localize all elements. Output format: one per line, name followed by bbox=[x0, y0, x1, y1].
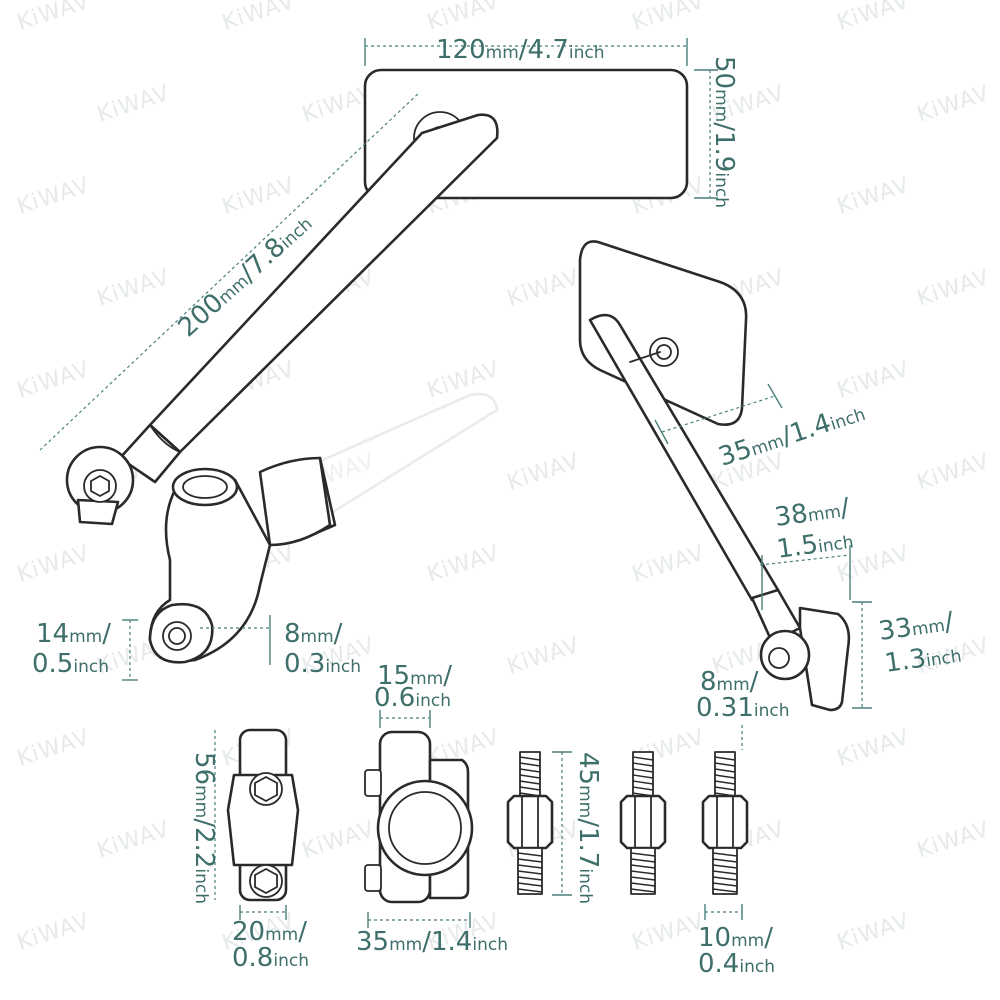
mirror-arm-angled bbox=[588, 313, 780, 602]
watermark-text: KiWAV bbox=[629, 541, 708, 588]
dim-arm-joint-inch: 1.5inch bbox=[775, 525, 855, 565]
mirror-angled-view bbox=[578, 240, 851, 712]
dim-base-side: 8mm/ bbox=[284, 619, 343, 649]
dim-base-height: 33mm/ bbox=[877, 607, 956, 647]
clamp-bolt-top-icon bbox=[254, 775, 278, 803]
clamp-front-view bbox=[226, 728, 300, 902]
dim-clamp-side-top-inch: 0.6inch bbox=[374, 683, 451, 713]
watermark-text: KiWAV bbox=[834, 0, 913, 36]
dim-adapter-diameter: 10mm/ bbox=[698, 923, 773, 953]
watermark-text: KiWAV bbox=[504, 449, 583, 496]
dim-base-bottom-inch: 0.5inch bbox=[32, 649, 109, 679]
watermark-text: KiWAV bbox=[14, 909, 93, 956]
dim-adapter-diameter-inch: 0.4inch bbox=[698, 949, 775, 979]
watermark-text: KiWAV bbox=[14, 0, 93, 36]
watermark-text: KiWAV bbox=[914, 817, 993, 864]
base-angled bbox=[798, 606, 851, 712]
mirror-base-side-view bbox=[148, 392, 499, 664]
watermark-text: KiWAV bbox=[629, 909, 708, 956]
dim-adapter-height: 45mm/1.7inch bbox=[573, 752, 603, 904]
watermark-text: KiWAV bbox=[14, 725, 93, 772]
clamp-bolt-bottom-icon bbox=[254, 867, 278, 895]
dim-bolt-hole-inch: 0.31inch bbox=[696, 693, 790, 723]
joint-foot bbox=[76, 498, 120, 526]
dimension-lines bbox=[39, 38, 872, 928]
dim-clamp-height: 56mm/2.2inch bbox=[189, 752, 219, 904]
clamp-bore bbox=[388, 791, 462, 865]
adapter-bolt bbox=[619, 751, 667, 895]
watermark-text: KiWAV bbox=[914, 265, 993, 312]
watermark-text: KiWAV bbox=[914, 81, 993, 128]
adapter-bolts bbox=[506, 751, 749, 895]
watermark-text: KiWAV bbox=[14, 541, 93, 588]
watermark-text: KiWAV bbox=[219, 173, 298, 220]
watermark-text: KiWAV bbox=[504, 265, 583, 312]
dim-mirror-width: 120mm/4.7inch bbox=[436, 35, 605, 65]
watermark-text: KiWAV bbox=[424, 0, 503, 36]
watermark-text: KiWAV bbox=[94, 817, 173, 864]
watermark-text: KiWAV bbox=[914, 449, 993, 496]
watermark-text: KiWAV bbox=[504, 633, 583, 680]
dim-clamp-width-inch: 0.8inch bbox=[232, 943, 309, 973]
base-arm-socket bbox=[258, 456, 332, 547]
dim-clamp-width: 20mm/ bbox=[232, 917, 307, 947]
watermark-text: KiWAV bbox=[629, 0, 708, 36]
watermark-text: KiWAV bbox=[14, 357, 93, 404]
clamp-side-view bbox=[364, 730, 474, 904]
watermark-text: KiWAV bbox=[834, 909, 913, 956]
watermark-text: KiWAV bbox=[834, 173, 913, 220]
dim-base-height-inch: 1.3inch bbox=[883, 639, 963, 679]
dim-clamp-side-width: 35mm/1.4inch bbox=[356, 927, 508, 957]
watermark-text: KiWAV bbox=[834, 357, 913, 404]
watermark-text: KiWAV bbox=[219, 0, 298, 36]
dim-base-side-inch: 0.3inch bbox=[284, 649, 361, 679]
dim-arm-joint: 38mm/ bbox=[773, 493, 852, 533]
dim-base-bottom: 14mm/ bbox=[36, 619, 111, 649]
watermark-text: KiWAV bbox=[14, 173, 93, 220]
watermark-text: KiWAV bbox=[94, 81, 173, 128]
mirror-front-view bbox=[65, 68, 689, 526]
mirror-arm-long bbox=[148, 113, 499, 454]
adapter-bolt bbox=[506, 751, 554, 895]
watermark-text: KiWAV bbox=[424, 541, 503, 588]
adapter-bolt bbox=[701, 751, 749, 895]
watermark-text: KiWAV bbox=[834, 725, 913, 772]
dim-bolt-hole: 8mm/ bbox=[700, 667, 759, 697]
dim-mirror-height: 50mm/1.9inch bbox=[709, 56, 739, 208]
watermark-text: KiWAV bbox=[94, 265, 173, 312]
watermark-text: KiWAV bbox=[299, 817, 378, 864]
hex-socket-icon bbox=[90, 474, 110, 498]
arm-sleeve bbox=[118, 423, 182, 484]
mirror-head-angled bbox=[578, 240, 748, 426]
dim-clamp-side-top: 15mm/ bbox=[377, 661, 452, 691]
